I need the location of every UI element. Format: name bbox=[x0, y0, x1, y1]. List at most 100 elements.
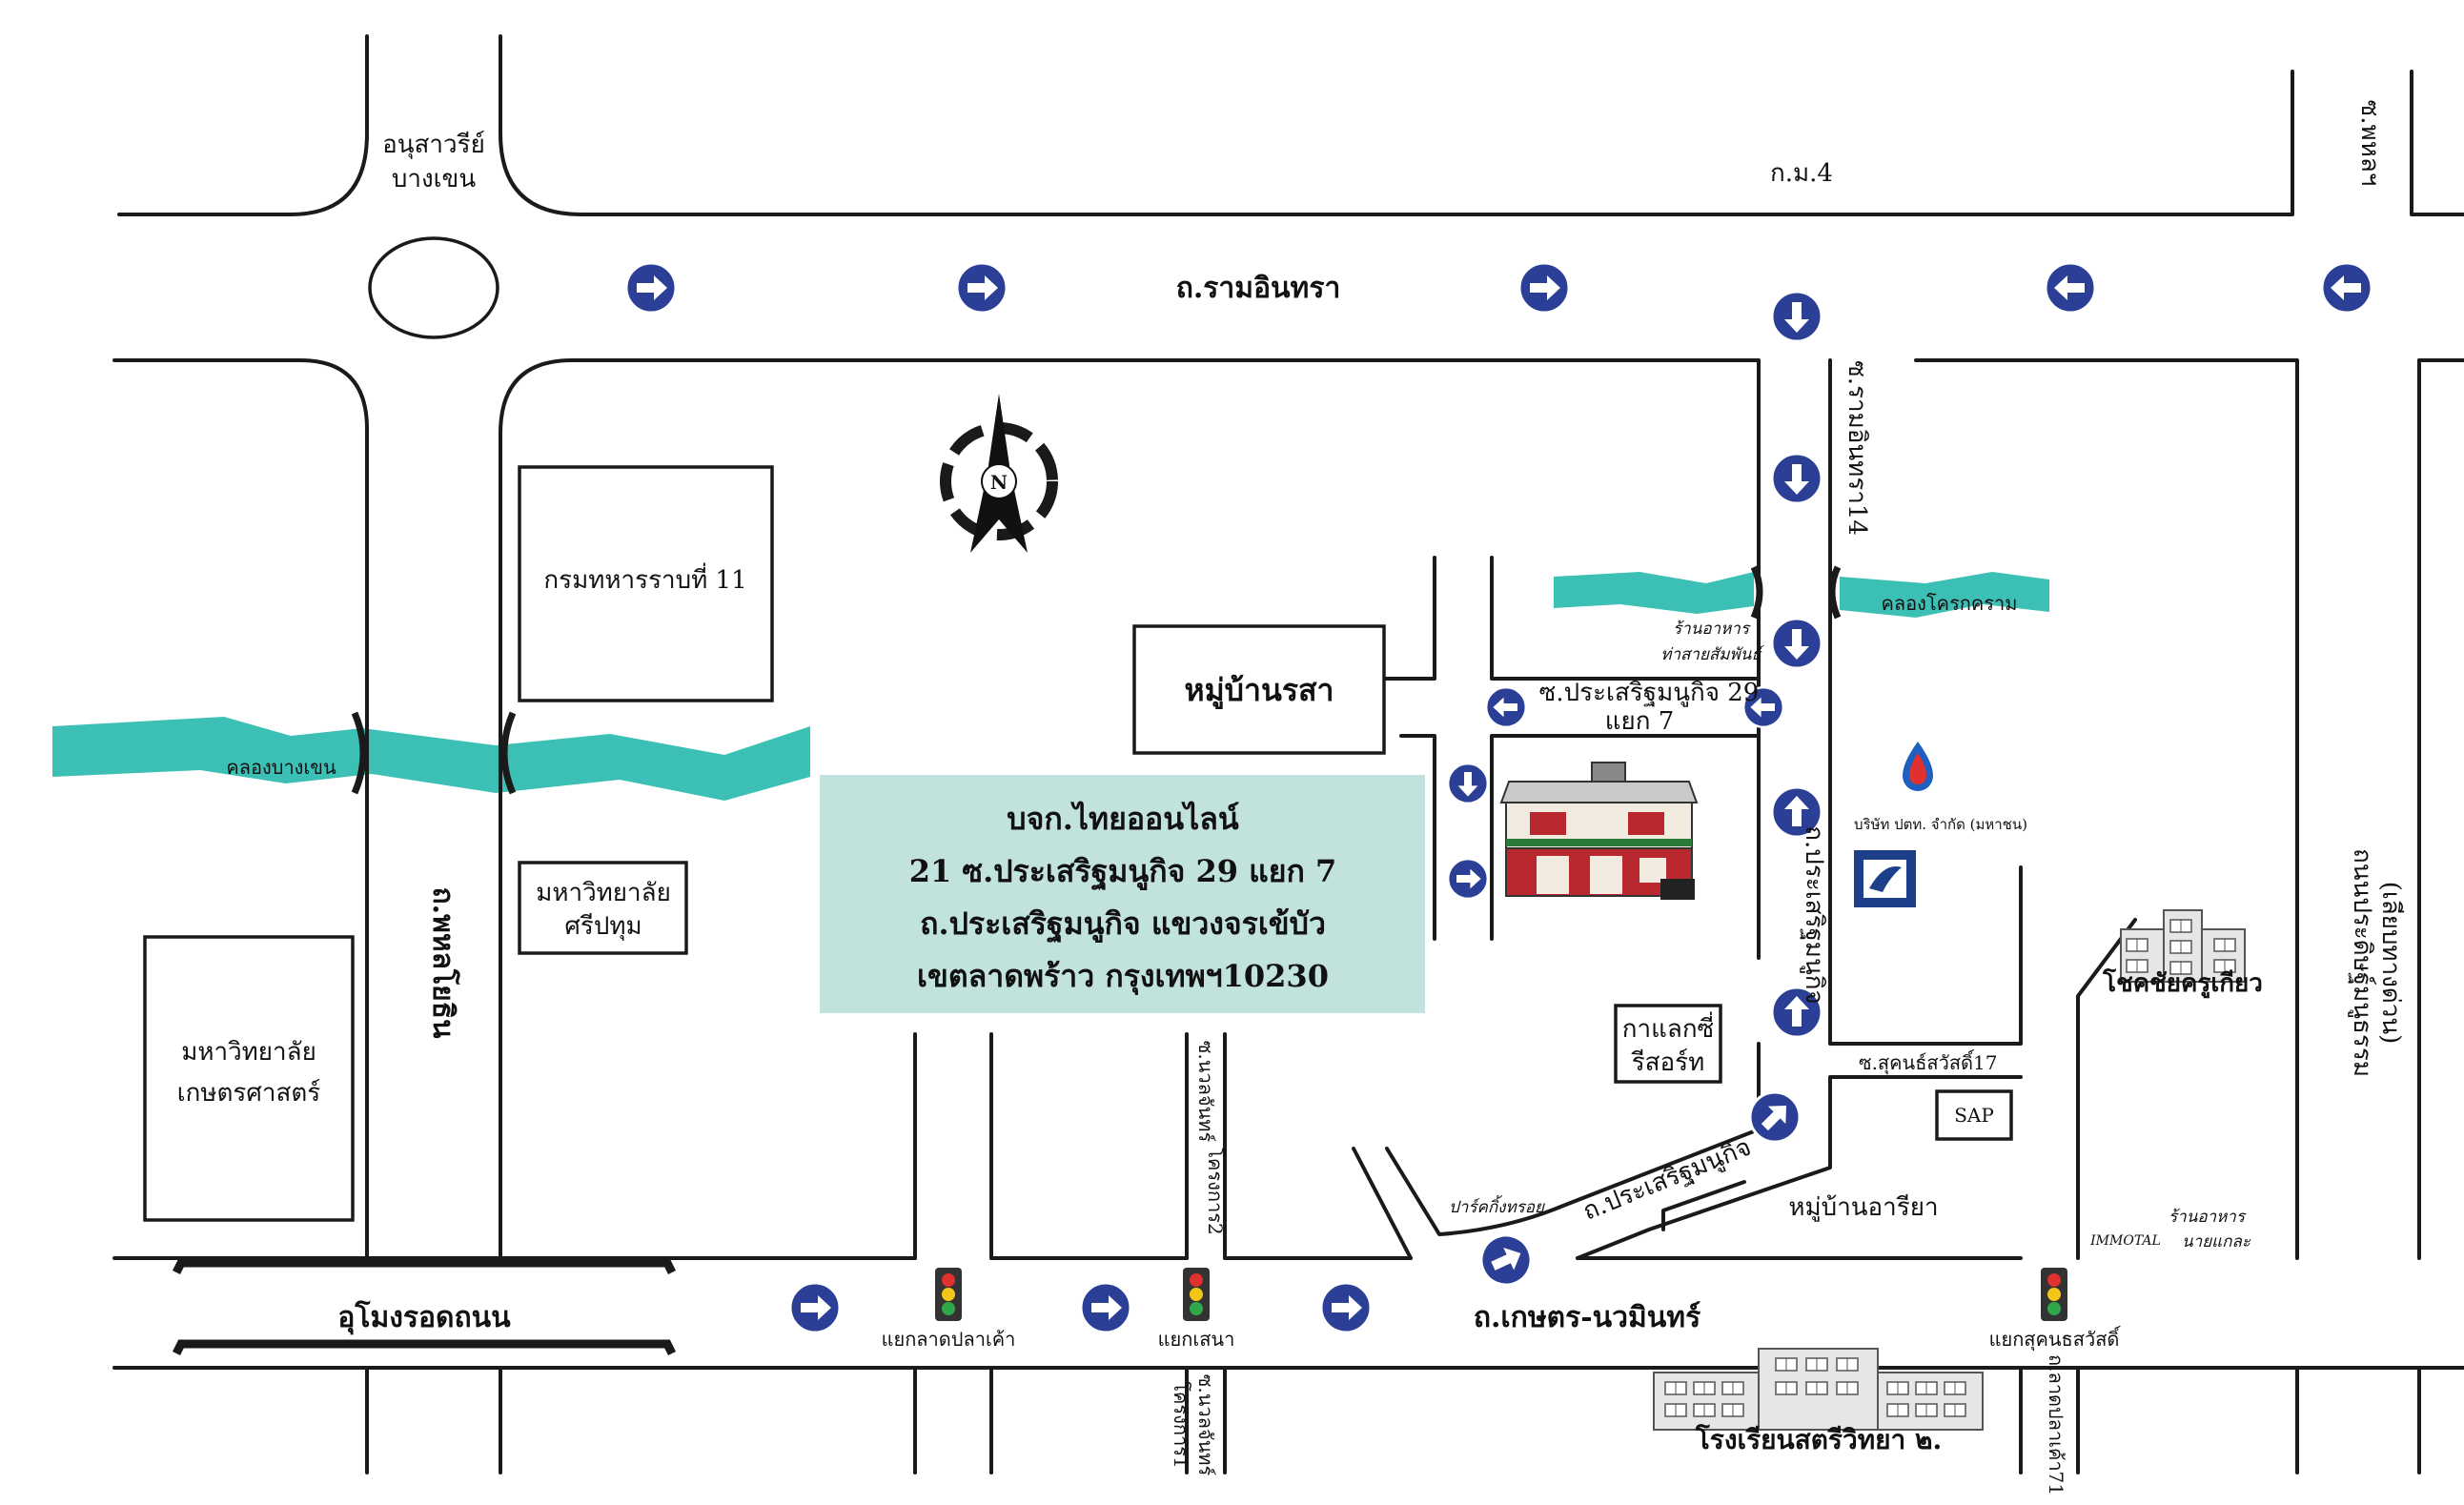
canal-bangkhen-label: คลองบางเขน bbox=[226, 756, 336, 779]
direction-arrow-icon bbox=[1517, 261, 1571, 315]
monument-label-1: อนุสาวรีย์ bbox=[382, 131, 485, 159]
road-south-stubs bbox=[365, 1366, 2421, 1474]
road-right-block bbox=[1914, 358, 2299, 1260]
bridge-ramintra14-left bbox=[1750, 565, 1763, 620]
road-prasert-curve bbox=[1352, 1042, 2023, 1260]
kaset-label-2: เกษตรศาสตร์ bbox=[177, 1079, 320, 1108]
sripatum-box bbox=[518, 861, 688, 955]
ramintra-label: ถ.รามอินทรา bbox=[1176, 272, 1341, 305]
flyover-label: อุโมงรอดถนน bbox=[337, 1299, 511, 1335]
kaset-label-1: มหาวิทยาลัย bbox=[181, 1038, 316, 1067]
soi29-label-1: ซ.ประเสริฐมนูกิจ 29 bbox=[1539, 679, 1760, 707]
direction-arrow-icon bbox=[788, 1281, 842, 1334]
restaurant-top-label-1: ร้านอาหาร bbox=[1673, 620, 1751, 639]
road-soi29 bbox=[1380, 556, 1761, 941]
sap-label: SAP bbox=[1954, 1104, 1994, 1127]
canal-khrokkhram bbox=[1554, 572, 1754, 614]
galaxy-label-2: รีสอร์ท bbox=[1631, 1048, 1705, 1077]
direction-arrow-icon bbox=[1079, 1281, 1132, 1334]
kaset-nawamin-label: ถ.เกษตร-นวมินทร์ bbox=[1474, 1301, 1700, 1334]
traffic-light-icon bbox=[935, 1268, 962, 1321]
nuanchan-bottom-sub-label: โครงการ1 bbox=[1170, 1381, 1192, 1468]
direction-arrow-icon bbox=[624, 261, 678, 315]
direction-arrow-icon bbox=[1770, 452, 1823, 505]
company-box bbox=[820, 775, 1425, 1013]
road-top-right bbox=[2410, 70, 2464, 216]
bank-logo-icon bbox=[1854, 850, 1916, 907]
soi-right-top-label: ซ.พหลฯ bbox=[2355, 100, 2384, 187]
compass-icon: N bbox=[940, 394, 1058, 553]
galaxy-label-1: กาแลกซี่ bbox=[1622, 1011, 1714, 1044]
canal-khrokkhram-east bbox=[1840, 572, 2049, 618]
flyover-bar-bottom bbox=[172, 1339, 677, 1356]
kaset-box bbox=[143, 935, 355, 1222]
army-label: กรมทหารราบที่ 11 bbox=[543, 562, 746, 595]
bridge-ramintra14-right bbox=[1828, 565, 1842, 620]
soi29-label-2: แยก 7 bbox=[1605, 707, 1675, 736]
village-area-label: หมู่บ้านอารียา bbox=[1788, 1193, 1938, 1222]
bridge-right bbox=[500, 711, 517, 795]
ptt-logo-icon bbox=[1903, 742, 1933, 791]
road-block-center bbox=[499, 358, 1761, 1260]
direction-arrow-icon bbox=[1770, 290, 1823, 343]
restaurant-bottom-label-2: IMMOTAL bbox=[2089, 1233, 2161, 1249]
sripatum-label-2: ศรีปทุม bbox=[564, 912, 641, 941]
km4-label: ก.ม.4 bbox=[1770, 159, 1833, 188]
direction-arrow-icon bbox=[1319, 1281, 1373, 1334]
road-village-area bbox=[1661, 1180, 1746, 1231]
flyover-bar-top bbox=[172, 1258, 677, 1275]
intersection-sukonthasawat: แยกสุคนธสวัสดิ์ bbox=[1989, 1325, 2122, 1352]
prasert-main-label: ถ.ประเสริฐมนูกิจ bbox=[1800, 825, 1828, 1004]
traffic-light-icon bbox=[2041, 1268, 2067, 1321]
company-line1: บจก.ไทยออนไลน์ bbox=[1007, 801, 1239, 837]
sripatum-label-1: มหาวิทยาลัย bbox=[536, 879, 671, 907]
village-rasa-label: หมู่บ้านรสา bbox=[1184, 672, 1334, 710]
monument-label-2: บางเขน bbox=[392, 165, 476, 193]
compass-label: N bbox=[990, 471, 1008, 494]
school-label: โรงเรียนสตรีวิทยา ๒. bbox=[1695, 1423, 1942, 1455]
park-label: ปาร์คกิ้งทรอย bbox=[1449, 1194, 1545, 1217]
sap-box bbox=[1935, 1089, 2013, 1141]
lat-pla-khao-71-label: ถ.ลาดปลาเค้า71 bbox=[2045, 1354, 2067, 1495]
road-chokchai bbox=[2076, 918, 2137, 1260]
direction-arrow-icon bbox=[1484, 686, 1528, 728]
nuanchan-bottom-label: ซ.นวลจันทร์ bbox=[1194, 1374, 1217, 1476]
direction-arrow-icon bbox=[1738, 1080, 1812, 1154]
road-nuanchan bbox=[913, 1032, 1227, 1260]
direction-arrow-icon bbox=[955, 261, 1008, 315]
traffic-light-icon bbox=[1183, 1268, 1210, 1321]
prasert-lower-label: ถ.ประเสริฐมนูกิจ bbox=[1579, 1133, 1756, 1227]
nuanchan-top-sub-label: โครงการ2 bbox=[1204, 1148, 1227, 1234]
intersection-lat-pla-khao: แยกลาดปลาเค้า bbox=[882, 1328, 1016, 1351]
direction-arrow-icon bbox=[1471, 1225, 1541, 1295]
direction-arrow-icon bbox=[2320, 261, 2373, 315]
right-vertical-label-1: ถนนประดิษฐ์มนูธรรม bbox=[2348, 848, 2376, 1077]
sukonthasawat17-label: ซ.สุคนธ์สวัสดิ์17 bbox=[1859, 1048, 1997, 1075]
restaurant-bottom-label-3: นายแกละ bbox=[2182, 1232, 2251, 1251]
office-building-icon bbox=[1499, 762, 1699, 900]
canal-bangkhen bbox=[52, 717, 810, 801]
direction-arrow-icon bbox=[1446, 763, 1490, 804]
road-block-left bbox=[112, 358, 369, 1260]
right-vertical-label-2: (เลียบทางด่วน) bbox=[2376, 882, 2405, 1045]
direction-arrow-icon bbox=[1770, 617, 1823, 670]
restaurant-bottom-label-1: ร้านอาหาร bbox=[2169, 1208, 2247, 1227]
company-line2: 21 ซ.ประเสริฐมนูกิจ 29 แยก 7 bbox=[909, 853, 1337, 891]
village-rasa-box bbox=[1132, 624, 1386, 755]
nuanchan-top-label: ซ.นวลจันทร์ bbox=[1194, 1041, 1217, 1143]
road-top-left bbox=[117, 34, 369, 216]
school-building-icon bbox=[1653, 1348, 1984, 1431]
bridge-left bbox=[351, 711, 367, 795]
army-box bbox=[518, 465, 774, 702]
direction-arrow-icon bbox=[1446, 858, 1490, 900]
company-line4: เขตลาดพร้าว กรุงเทพฯ10230 bbox=[917, 958, 1329, 996]
chokchai-building-icon bbox=[2120, 909, 2246, 983]
ptt-label: บริษัท ปตท. จำกัด (มหาชน) bbox=[1854, 816, 2027, 833]
direction-arrow-icon bbox=[2044, 261, 2097, 315]
road-ramintra14-east bbox=[1828, 358, 2023, 1046]
ramintra14-label: ซ.รามอินทรา14 bbox=[1843, 360, 1871, 536]
road-top-km4 bbox=[499, 34, 2294, 216]
canal-khrokkhram-label: คลองโครกคราม bbox=[1882, 592, 2018, 615]
restaurant-top-label-2: ท่าสายสัมพันธ์ bbox=[1660, 645, 1764, 664]
